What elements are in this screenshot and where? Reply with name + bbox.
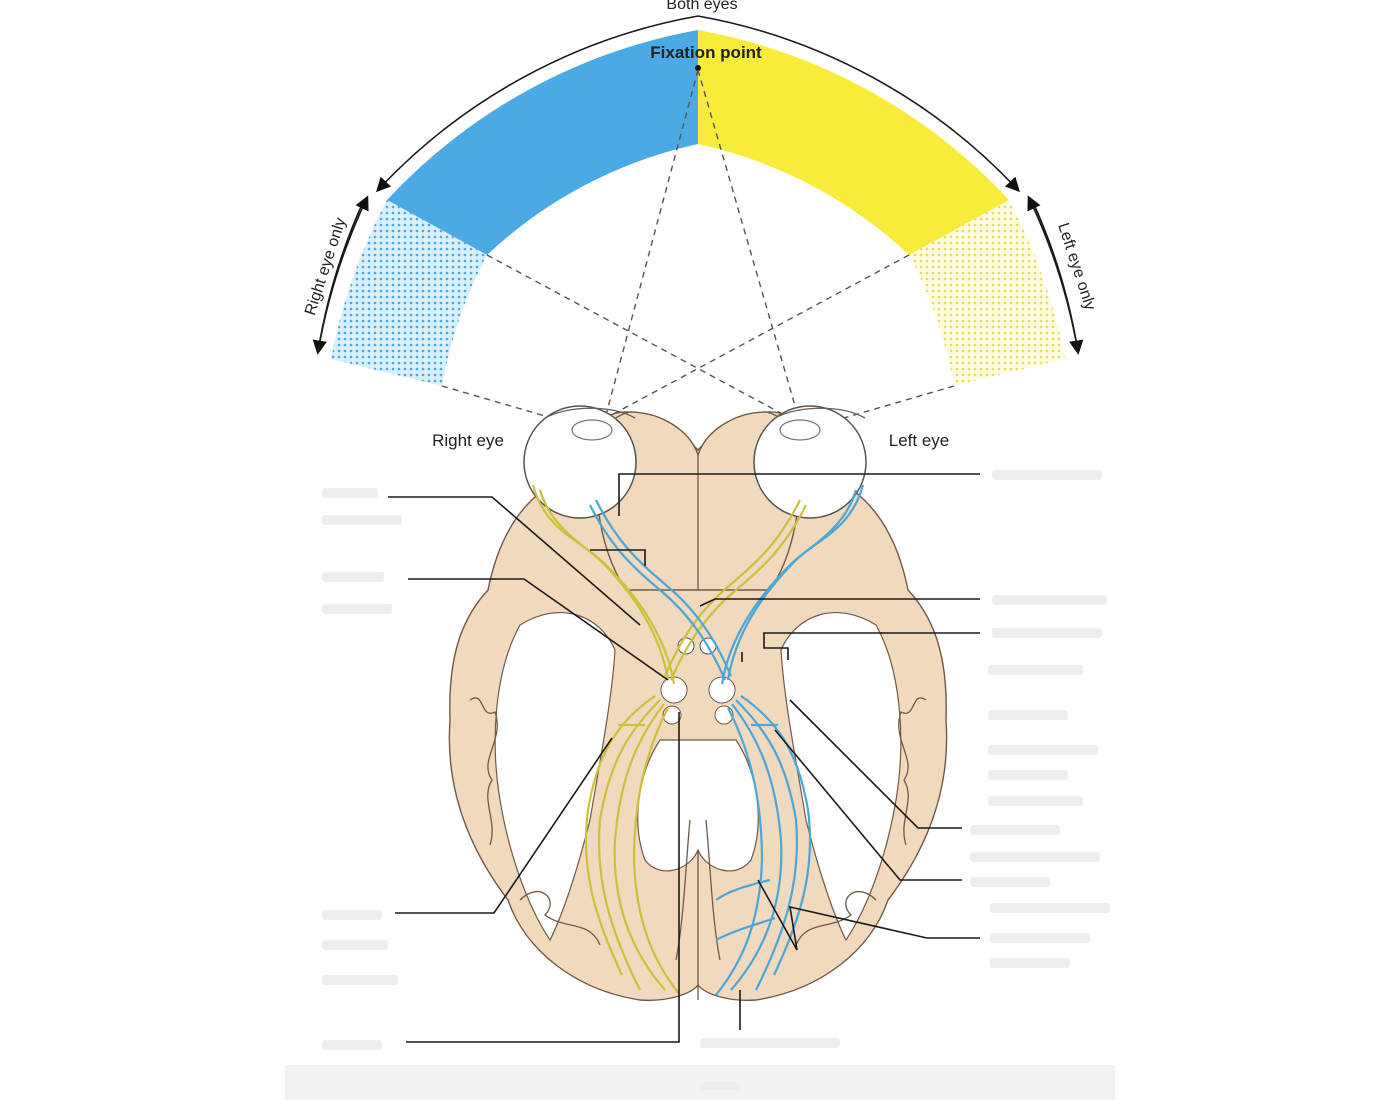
both-eyes-arc: [376, 15, 699, 193]
right-eye-only-field: [331, 200, 487, 386]
left-eye-only-field: [909, 200, 1065, 386]
left-eye-label: Left eye: [889, 431, 950, 450]
right-eye-only-label: Right eye only: [302, 216, 349, 318]
optic-pathways: [531, 484, 865, 996]
both-eyes-arc-right: [697, 15, 1020, 193]
fixation-point-dot: [695, 65, 701, 71]
right-lgn: [660, 676, 688, 704]
right-eye-ball: [523, 405, 637, 519]
right-eye-label: Right eye: [432, 431, 504, 450]
footer-strip: [285, 1065, 1115, 1100]
right-temporal-gap: [494, 611, 616, 942]
left-temporal-gap: [780, 611, 902, 942]
brain: [448, 405, 948, 1002]
leader-lines: [388, 473, 980, 1043]
visual-field: Both eyes Fixation point Right eye only …: [302, 0, 1098, 386]
left-eye-field-both: [698, 30, 1009, 255]
right-eye-only-arc-top: [317, 195, 369, 353]
both-eyes-label: Both eyes: [666, 0, 737, 13]
left-lgn: [708, 676, 736, 704]
left-eye-ball: [753, 405, 867, 519]
illegible-labels: [322, 470, 1110, 1090]
left-eye-only-label: Left eye only: [1054, 221, 1098, 313]
fixation-point-label: Fixation point: [650, 43, 762, 62]
right-eye-field-both: [387, 30, 698, 255]
left-eye-only-arc-top: [1027, 195, 1079, 353]
